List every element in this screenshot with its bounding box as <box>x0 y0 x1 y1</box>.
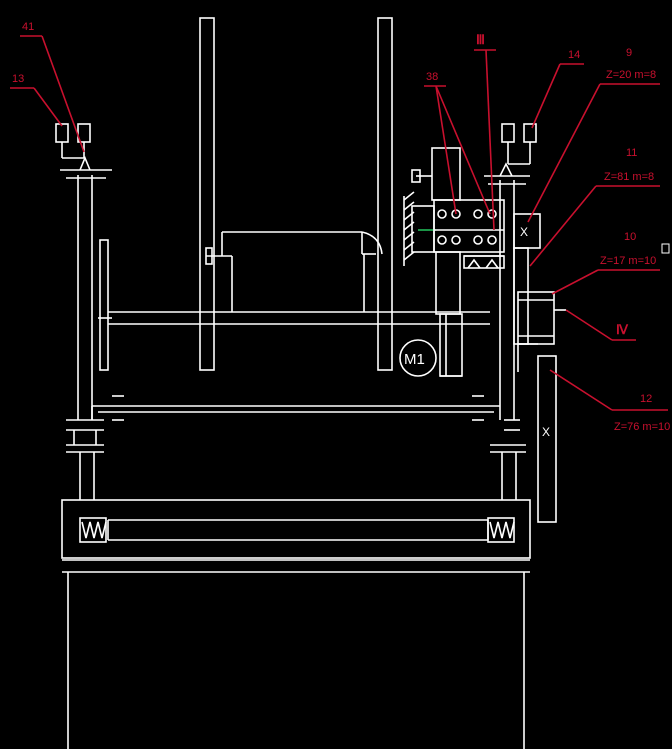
annotations: 41 13 38 Ⅲ 14 9 Z=20 m=8 11 Z=81 m=8 10 … <box>10 21 670 433</box>
label-13: 13 <box>12 73 24 85</box>
label-10-spec: Z=17 m=10 <box>600 255 656 267</box>
crossbeam <box>91 395 500 421</box>
label-38: 38 <box>426 71 438 83</box>
base-frame <box>61 499 531 749</box>
motor-label: M1 <box>404 351 425 368</box>
main-shaft <box>98 17 490 371</box>
mark-x-upper: X <box>520 225 528 239</box>
label-10: 10 <box>624 231 636 243</box>
label-III: Ⅲ <box>476 32 485 47</box>
label-14: 14 <box>568 49 580 61</box>
label-IV: Ⅳ <box>616 322 629 337</box>
label-9-spec: Z=20 m=8 <box>606 69 656 81</box>
label-9: 9 <box>626 47 632 59</box>
label-11-spec: Z=81 m=8 <box>604 171 654 183</box>
label-11: 11 <box>626 147 637 159</box>
right-column: X X <box>484 123 566 523</box>
mark-x-lower: X <box>542 425 550 439</box>
motor-circle <box>399 339 437 377</box>
label-12-spec: Z=76 m=10 <box>614 421 670 433</box>
gearbox: M1 <box>399 147 505 377</box>
label-41: 41 <box>22 21 34 33</box>
label-12: 12 <box>640 393 652 405</box>
small-square-icon <box>661 243 670 254</box>
left-column <box>55 123 112 500</box>
